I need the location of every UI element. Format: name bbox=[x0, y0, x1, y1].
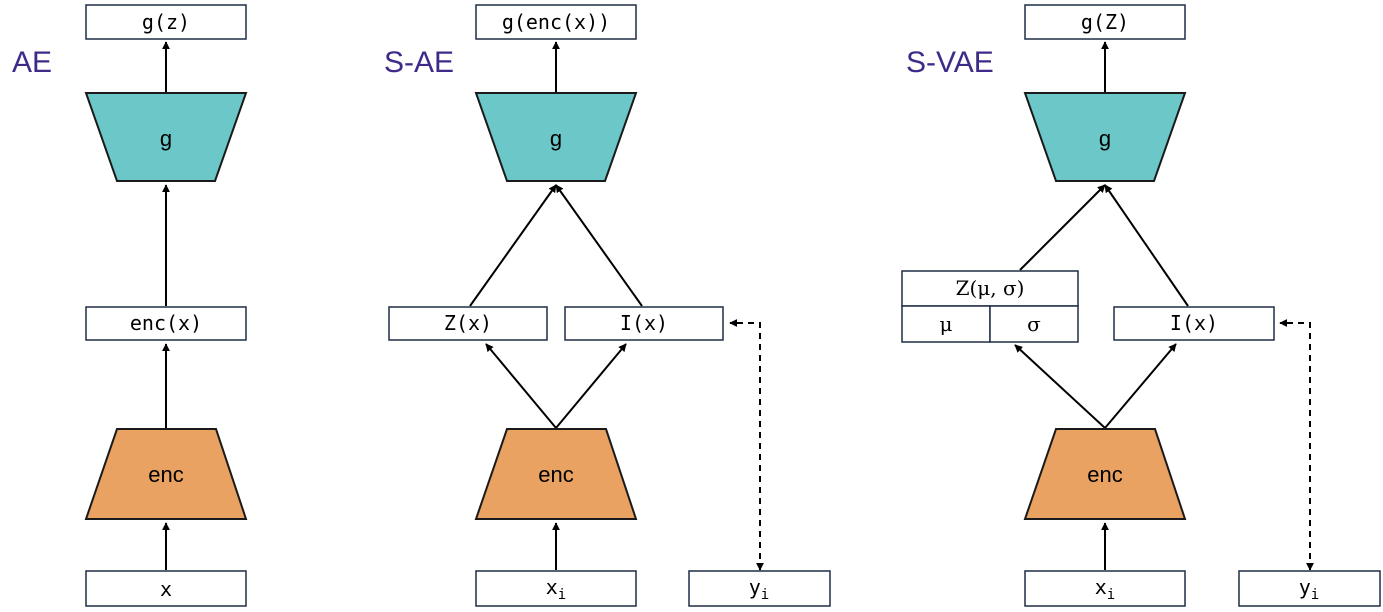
arrow-encoder-to-mu-sigma-svae bbox=[1014, 344, 1106, 429]
i-box-sae: I(x) bbox=[564, 306, 724, 341]
arrow-encoder-to-i-svae bbox=[1104, 343, 1177, 429]
y-label-sae: yi bbox=[749, 575, 769, 603]
z-box-sae: Z(x) bbox=[388, 306, 548, 341]
z-box-svae: Z(μ, σ) bbox=[901, 270, 1079, 307]
latent-box-ae: enc(x) bbox=[85, 306, 247, 341]
panel-ae: AE g(z) g enc(x) enc x bbox=[12, 4, 248, 607]
output-label-svae: g(Z) bbox=[1081, 10, 1129, 34]
z-label-sae: Z(x) bbox=[444, 311, 492, 335]
panel-title-sae: S-AE bbox=[384, 46, 454, 79]
y-box-sae: yi bbox=[688, 570, 831, 607]
output-box-svae: g(Z) bbox=[1024, 4, 1186, 40]
output-label-sae: g(enc(x)) bbox=[502, 10, 610, 34]
i-box-svae: I(x) bbox=[1113, 306, 1275, 341]
decoder-label-sae: g bbox=[550, 126, 562, 151]
mu-box-svae: μ bbox=[901, 305, 991, 343]
output-label-ae: g(z) bbox=[142, 10, 190, 34]
sigma-label-svae: σ bbox=[1027, 312, 1041, 336]
encoder-label-ae: enc bbox=[148, 462, 183, 487]
y-label-svae: yi bbox=[1299, 575, 1319, 603]
decoder-svae: g bbox=[1023, 92, 1187, 182]
panel-sae: S-AE g(enc(x)) g Z(x) I(x) enc bbox=[384, 4, 831, 607]
arrow-encoder-to-z-sae bbox=[485, 343, 557, 429]
dashed-arrow-y-i-svae bbox=[1279, 319, 1314, 571]
encoder-label-svae: enc bbox=[1087, 462, 1122, 487]
decoder-sae: g bbox=[474, 92, 638, 182]
input-label-svae: xi bbox=[1095, 575, 1115, 603]
input-box-svae: xi bbox=[1024, 570, 1186, 607]
output-box-sae: g(enc(x)) bbox=[475, 4, 637, 40]
arrow-z-to-decoder-sae bbox=[469, 184, 557, 307]
mu-label-svae: μ bbox=[940, 312, 953, 336]
arrow-z-to-decoder-svae bbox=[1019, 184, 1106, 271]
i-label-svae: I(x) bbox=[1170, 311, 1218, 335]
encoder-sae: enc bbox=[474, 428, 638, 520]
encoder-svae: enc bbox=[1023, 428, 1187, 520]
decoder-label-ae: g bbox=[160, 126, 172, 151]
input-box-sae: xi bbox=[475, 570, 637, 607]
i-label-sae: I(x) bbox=[620, 311, 668, 335]
input-label-sae: xi bbox=[546, 575, 566, 603]
dashed-arrow-y-i-sae bbox=[729, 319, 764, 571]
arrow-encoder-to-i-sae bbox=[555, 343, 627, 429]
panel-svae: S-VAE g(Z) g Z(μ, σ) μ σ I(x) bbox=[901, 4, 1381, 607]
panel-title-svae: S-VAE bbox=[906, 46, 994, 79]
output-box-ae: g(z) bbox=[85, 4, 247, 40]
arrow-i-to-decoder-sae bbox=[555, 184, 643, 307]
input-label-ae: x bbox=[160, 577, 172, 601]
z-label-svae: Z(μ, σ) bbox=[956, 276, 1025, 300]
arrow-i-to-decoder-svae bbox=[1104, 184, 1189, 307]
encoder-ae: enc bbox=[84, 428, 248, 520]
input-box-ae: x bbox=[85, 570, 247, 607]
sigma-box-svae: σ bbox=[989, 305, 1079, 343]
decoder-label-svae: g bbox=[1099, 126, 1111, 151]
encoder-label-sae: enc bbox=[538, 462, 573, 487]
panel-title-ae: AE bbox=[12, 46, 52, 79]
y-box-svae: yi bbox=[1238, 570, 1381, 607]
decoder-ae: g bbox=[84, 92, 248, 182]
latent-label-ae: enc(x) bbox=[130, 311, 202, 335]
